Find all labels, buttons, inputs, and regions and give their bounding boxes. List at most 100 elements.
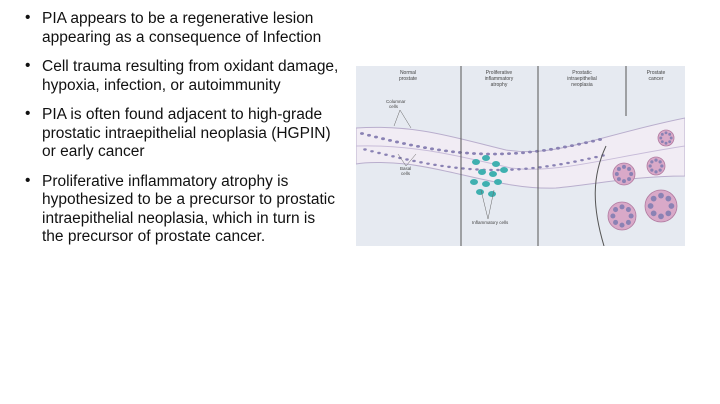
cancer-nucleus	[668, 132, 672, 136]
section-pin-line3: neoplasia	[571, 82, 593, 88]
cell-nucleus	[563, 145, 567, 149]
bullet-dot: •	[25, 9, 31, 26]
cell-nucleus	[423, 146, 427, 150]
cell-nucleus	[521, 151, 525, 155]
bullet-dot: •	[25, 105, 31, 122]
cell-nucleus	[447, 165, 451, 169]
bullet-item: •Proliferative inflammatory atrophy is h…	[22, 172, 340, 247]
pointer-line	[487, 189, 495, 220]
inflammatory-cells	[470, 155, 508, 197]
section-cancer-line1: Prostate	[647, 70, 666, 76]
cell-nucleus	[437, 148, 441, 152]
cell-nucleus	[528, 150, 532, 154]
label-columnar-1: Columnar	[386, 99, 406, 104]
cell-nucleus	[489, 168, 493, 172]
cancer-nucleus	[660, 132, 664, 136]
cancer-nucleus	[660, 140, 664, 144]
cell-nucleus	[584, 141, 588, 145]
cancer-nucleus	[669, 136, 673, 140]
cancer-nucleus	[668, 203, 675, 209]
bullet-item: • Cell trauma resulting from oxidant dama…	[22, 57, 340, 95]
cell-nucleus	[591, 139, 595, 143]
cell-nucleus	[412, 159, 416, 163]
bullet-text: Cell trauma resulting from oxidant damag…	[42, 58, 339, 94]
cell-nucleus	[433, 163, 437, 167]
cell-nucleus	[549, 147, 553, 151]
cell-nucleus	[374, 135, 378, 139]
cancer-nucleus	[648, 164, 652, 168]
bullet-dot: •	[25, 57, 31, 74]
cancer-nucleus	[658, 192, 664, 199]
inflammatory-cell	[494, 179, 502, 185]
cancer-nucleus	[650, 210, 657, 217]
cancer-nucleus	[625, 219, 631, 225]
cancer-nucleus	[610, 213, 616, 219]
cell-nucleus	[430, 147, 434, 151]
cell-nucleus	[402, 142, 406, 145]
cell-nucleus	[454, 166, 458, 169]
cancer-nucleus	[619, 204, 625, 210]
cancer-nucleus	[650, 195, 657, 202]
epithelium-layer	[356, 117, 685, 189]
inflammatory-cell	[478, 169, 486, 175]
cell-nucleus	[496, 168, 500, 172]
cancer-nucleus	[629, 172, 634, 176]
label-basal-1: Basal	[400, 166, 411, 171]
bullet-text: PIA is often found adjacent to high-grad…	[42, 106, 331, 160]
cell-nucleus	[370, 150, 374, 153]
cell-nucleus	[409, 143, 413, 147]
bullet-item: • PIA appears to be a regenerative lesio…	[22, 9, 340, 47]
cell-nucleus	[538, 166, 542, 169]
cell-nucleus	[514, 151, 518, 155]
cell-nucleus	[465, 151, 469, 155]
cell-nucleus	[377, 151, 381, 155]
cell-nucleus	[381, 137, 385, 141]
cancer-nucleus	[616, 177, 621, 182]
cell-nucleus	[556, 146, 560, 150]
cell-nucleus	[395, 140, 399, 144]
cancer-nucleus	[664, 131, 668, 135]
cell-nucleus	[573, 160, 577, 163]
inflammatory-cell	[472, 159, 480, 165]
cell-nucleus	[384, 153, 388, 156]
inflammatory-cell	[470, 179, 478, 185]
cell-nucleus	[594, 155, 598, 159]
cell-nucleus	[570, 144, 574, 148]
cancer-nucleus	[665, 210, 672, 217]
pointer-line	[480, 189, 489, 220]
cancer-nucleus	[613, 219, 619, 225]
cell-nucleus	[500, 152, 504, 156]
cell-nucleus	[426, 162, 430, 165]
section-normal-line2: prostate	[399, 76, 417, 82]
cell-nucleus	[388, 138, 392, 142]
cell-nucleus	[472, 152, 476, 155]
cell-nucleus	[444, 149, 448, 153]
cancer-nucleus	[650, 160, 654, 164]
cell-nucleus	[559, 162, 563, 166]
inflammatory-cell	[492, 161, 500, 167]
cancer-nucleus	[616, 166, 621, 171]
cancer-nucleus	[654, 170, 658, 174]
cancer-nucleus	[664, 141, 668, 145]
cell-nucleus	[419, 161, 423, 164]
cell-nucleus	[531, 166, 535, 170]
inflammatory-cell	[482, 155, 490, 161]
section-cancer-line2: cancer	[648, 76, 663, 82]
cell-nucleus	[363, 148, 367, 151]
section-pia-line1: Proliferative	[486, 70, 513, 76]
inflammatory-cell	[476, 189, 484, 195]
cell-nucleus	[360, 132, 364, 135]
cell-nucleus	[524, 167, 528, 170]
bullet-text: Proliferative inflammatory atrophy is hy…	[42, 172, 335, 246]
cancer-nucleus	[628, 213, 634, 219]
cell-nucleus	[367, 133, 371, 137]
cell-nucleus	[493, 152, 497, 156]
cancer-nucleus	[658, 160, 662, 164]
cancer-nucleus	[627, 166, 632, 171]
cell-nucleus	[486, 152, 490, 156]
inflammatory-cell	[482, 181, 490, 187]
cancer-nucleus	[625, 207, 631, 213]
cell-nucleus	[405, 158, 409, 161]
cancer-nucleus	[665, 195, 672, 202]
pointer-line	[399, 109, 412, 129]
